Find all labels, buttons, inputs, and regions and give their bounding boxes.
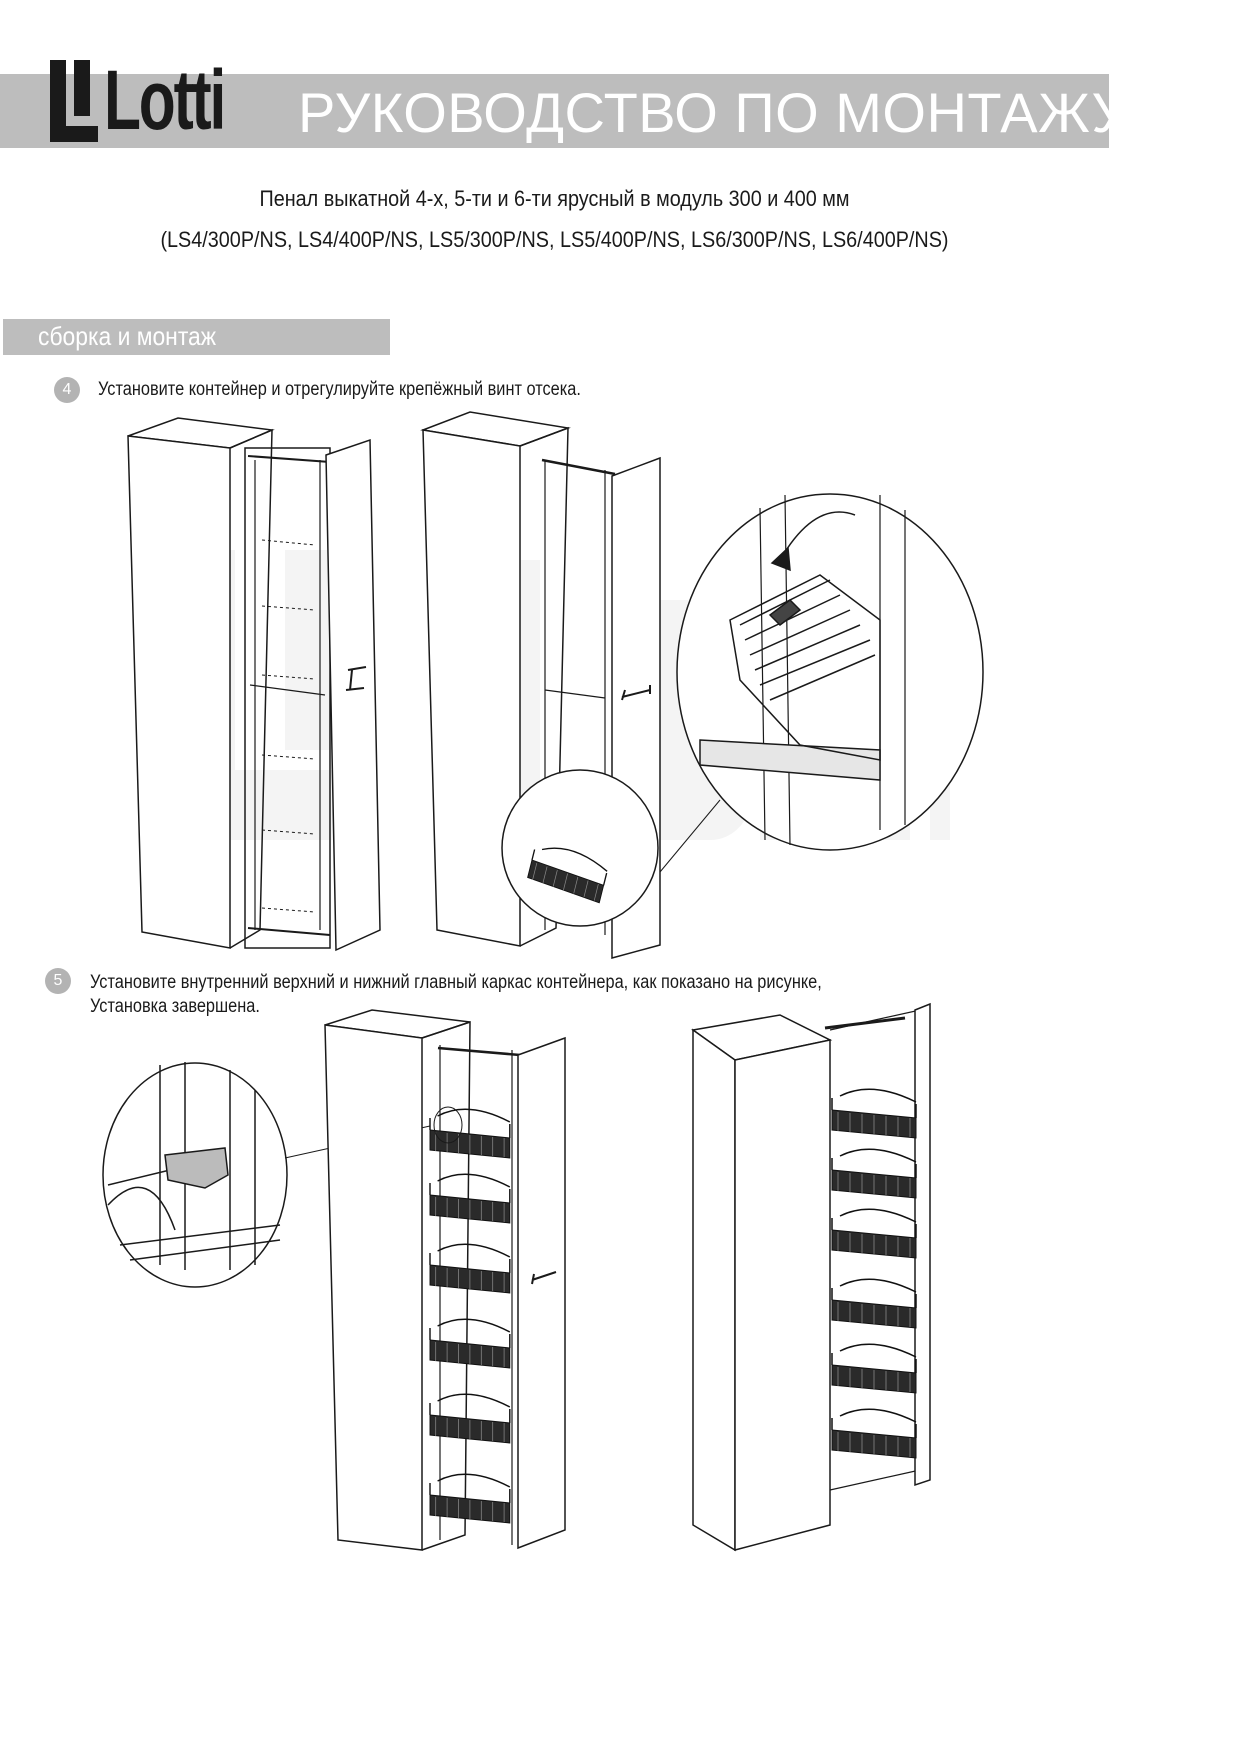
cabinet-open-frame [127,417,381,952]
cabinet-assembled-open [324,1009,566,1551]
step-4-badge: 4 [54,377,80,403]
header-band [0,74,1109,148]
page-title: РУКОВОДСТВО ПО МОНТАЖУ [298,81,1128,144]
section-label: сборка и монтаж [38,321,217,351]
product-models: (LS4/300P/NS, LS4/400P/NS, LS5/300P/NS, … [160,227,949,252]
zoom-detail-basket-hook [676,493,984,851]
brand-logo: Lotti [50,52,271,142]
zoom-detail-frame-mount [102,1062,431,1288]
logo-mark-icon [50,60,98,142]
step-4-text: Установите контейнер и отрегулируйте кре… [98,379,581,400]
logo-wordmark: Lotti [104,53,226,147]
step-5-text-line2: Установка завершена. [90,996,260,1017]
step-5-text-line1: Установите внутренний верхний и нижний г… [90,972,822,993]
section-bar [3,319,390,355]
cabinet-with-basket [420,411,721,959]
lotti-watermark [165,550,950,840]
product-title: Пенал выкатной 4-х, 5-ти и 6-ти ярусный … [259,186,850,211]
cabinet-assembled-pulled [691,1002,931,1552]
step-5-badge: 5 [45,968,71,994]
